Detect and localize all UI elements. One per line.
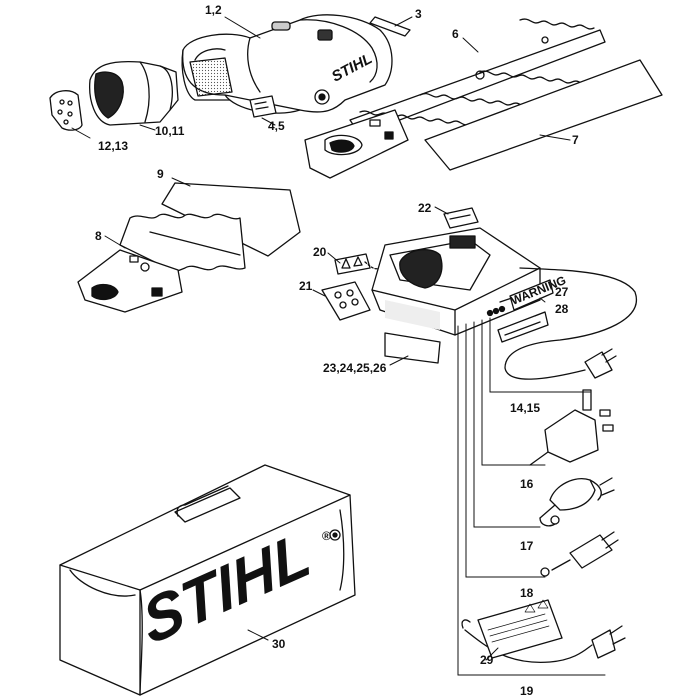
label-6: 6: [452, 27, 459, 41]
charger: [371, 227, 554, 343]
battery-cover: [49, 90, 83, 131]
label-strip-3: [369, 16, 411, 37]
plug-uk: [529, 389, 614, 466]
label-18: 18: [520, 586, 534, 600]
case-registered-mark: ®: [322, 529, 331, 543]
shrub-blade: [77, 213, 246, 313]
label-8: 8: [95, 229, 102, 243]
label-30: 30: [272, 637, 286, 651]
label-17: 17: [520, 539, 534, 553]
warning-label-20: [334, 253, 381, 275]
carry-case: [59, 464, 356, 696]
label-10-11: 10,11: [155, 124, 185, 138]
label-21: 21: [299, 279, 313, 293]
label-1-2: 1,2: [205, 3, 222, 17]
cable-eu: [504, 267, 638, 380]
type-plate: [249, 95, 277, 118]
label-14-15: 14,15: [510, 401, 540, 415]
label-4-5: 4,5: [268, 119, 285, 133]
blade-guard: [424, 59, 663, 171]
plug-us: [540, 531, 619, 577]
label-29: 29: [480, 653, 494, 667]
cable-19: [461, 619, 626, 664]
label-9: 9: [157, 167, 164, 181]
plug-au: [539, 477, 615, 527]
hedge-blade: [304, 18, 606, 179]
label-28: 28: [555, 302, 569, 316]
label-12-13: 12,13: [98, 139, 128, 153]
instruction-label-21: [321, 281, 371, 321]
battery-pack: [89, 60, 179, 126]
leader-lines: [71, 16, 606, 676]
logo-label-22: [443, 207, 479, 229]
label-7: 7: [572, 133, 579, 147]
part-labels: 1,2 3 4,5 6 7 8 9 10,11 12,13 14,15 16 1…: [95, 3, 579, 698]
label-19: 19: [520, 684, 534, 698]
label-22: 22: [418, 201, 432, 215]
shear-body: [181, 14, 393, 114]
label-23-26: 23,24,25,26: [323, 361, 387, 375]
leaflet-29: [477, 599, 563, 659]
charger-label-23: [384, 332, 441, 364]
label-3: 3: [415, 7, 422, 21]
label-16: 16: [520, 477, 534, 491]
label-20: 20: [313, 245, 327, 259]
label-27: 27: [555, 285, 569, 299]
